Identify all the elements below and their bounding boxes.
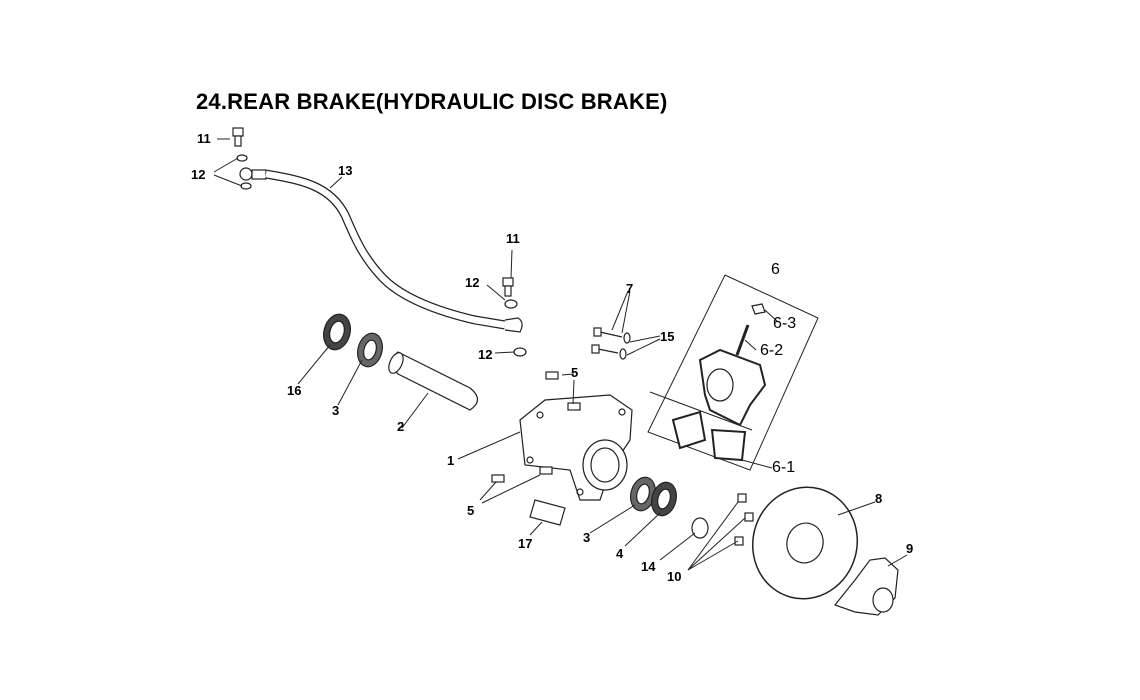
spacer-tube — [388, 351, 479, 411]
callout-9: 9 — [906, 541, 914, 556]
diagram-title: 24.REAR BRAKE(HYDRAULIC DISC BRAKE) — [196, 89, 668, 114]
callout-5-upper: 5 — [571, 365, 579, 380]
callout-10: 10 — [667, 569, 682, 584]
callout-6: 6 — [771, 261, 780, 278]
brake-disc — [751, 486, 859, 600]
bearing-3-left — [357, 332, 383, 368]
hub-flange — [834, 557, 899, 616]
callout-7: 7 — [626, 281, 634, 296]
banjo-bolt-top-left — [232, 127, 244, 147]
oil-seal-16 — [323, 313, 351, 351]
sleeve-17 — [529, 499, 566, 526]
callout-3-left: 3 — [332, 403, 340, 418]
callout-12-middle-upper: 12 — [465, 275, 480, 290]
callout-6-3: 6-3 — [773, 315, 797, 332]
callout-4: 4 — [616, 546, 624, 561]
banjo-bolt-middle — [502, 277, 514, 297]
brake-pads — [671, 410, 747, 462]
brake-caliper — [698, 348, 767, 427]
callout-12-top: 12 — [191, 167, 206, 182]
caliper-group-box — [647, 274, 819, 471]
bolts-5-upper — [545, 371, 581, 411]
axle-housing — [519, 394, 633, 501]
callout-8: 8 — [875, 491, 883, 506]
oil-seal-4 — [651, 481, 677, 517]
bearing-3-right — [630, 476, 656, 512]
callout-12-middle-lower: 12 — [478, 347, 493, 362]
callout-16: 16 — [287, 383, 302, 398]
bolts-5-lower — [491, 466, 553, 483]
callout-14: 14 — [641, 559, 656, 574]
disc-bolts-10 — [734, 493, 754, 546]
washers-15 — [619, 332, 631, 360]
callout-1: 1 — [447, 453, 455, 468]
callout-5-lower: 5 — [467, 503, 475, 518]
bleeder-valve — [735, 324, 750, 356]
leader-lines — [213, 138, 908, 571]
bleeder-cap — [751, 303, 766, 315]
collar-14 — [691, 517, 709, 539]
callout-6-2: 6-2 — [760, 342, 784, 359]
callout-11-middle: 11 — [506, 231, 520, 246]
caliper-bolts-7 — [591, 327, 623, 354]
callout-3-right: 3 — [583, 530, 591, 545]
callout-13: 13 — [338, 163, 353, 178]
callout-11-top: 11 — [197, 131, 211, 146]
callout-17: 17 — [518, 536, 533, 551]
brake-hose — [239, 167, 523, 333]
callout-6-1: 6-1 — [772, 459, 796, 476]
callout-2: 2 — [397, 419, 405, 434]
callout-15: 15 — [660, 329, 675, 344]
